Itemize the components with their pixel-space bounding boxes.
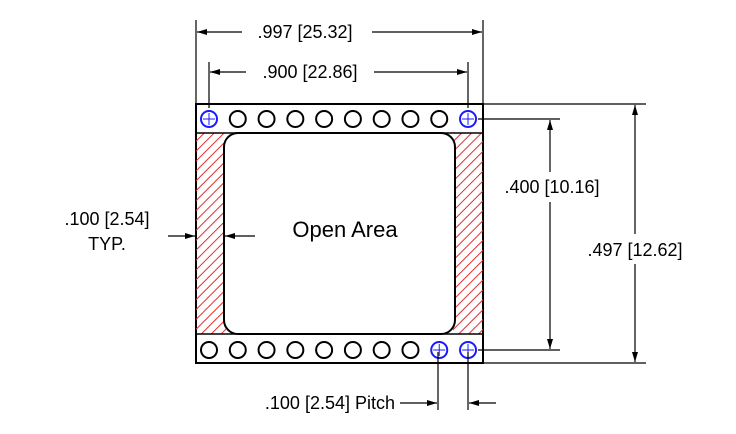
socket-body [195,103,484,364]
overall-height-dimension: .497 [12.62] [483,103,683,364]
inner-height-label: .400 [10.16] [504,177,599,197]
pin-hole [343,341,362,359]
top-pin-row [200,110,478,128]
left-hatched-wall [196,133,226,334]
pin-hole [257,110,276,128]
pin-hole [228,110,247,128]
pin-hole [343,110,362,128]
pin-hole [372,110,391,128]
pin-hole [200,341,218,359]
open-area-label: Open Area [292,217,398,242]
pitch-dimension: .100 [2.54] Pitch [265,352,496,413]
pin-hole [315,341,334,359]
overall-width-label: .997 [25.32] [257,22,352,42]
pin-hole [315,110,334,128]
wall-thickness-dimension: .100 [2.54] TYP. [64,209,255,254]
pin-hole [430,110,449,128]
right-hatched-wall [453,133,483,334]
pitch-label: .100 [2.54] Pitch [265,393,395,413]
bottom-pin-row [200,341,478,359]
pin-span-dimension: .900 [22.86] [208,62,469,108]
overall-height-label: .497 [12.62] [587,240,682,260]
pin-hole [372,341,391,359]
inner-height-dimension: .400 [10.16] [478,118,600,351]
pin-span-label: .900 [22.86] [262,62,357,82]
pin-hole [286,341,305,359]
wall-thickness-typ-label: TYP. [88,234,126,254]
pin-hole [286,110,305,128]
pin-hole [257,341,276,359]
pin-hole [401,110,420,128]
pin-hole [401,341,420,359]
wall-thickness-label: .100 [2.54] [64,209,149,229]
pin-hole [228,341,247,359]
overall-width-dimension: .997 [25.32] [195,20,484,104]
